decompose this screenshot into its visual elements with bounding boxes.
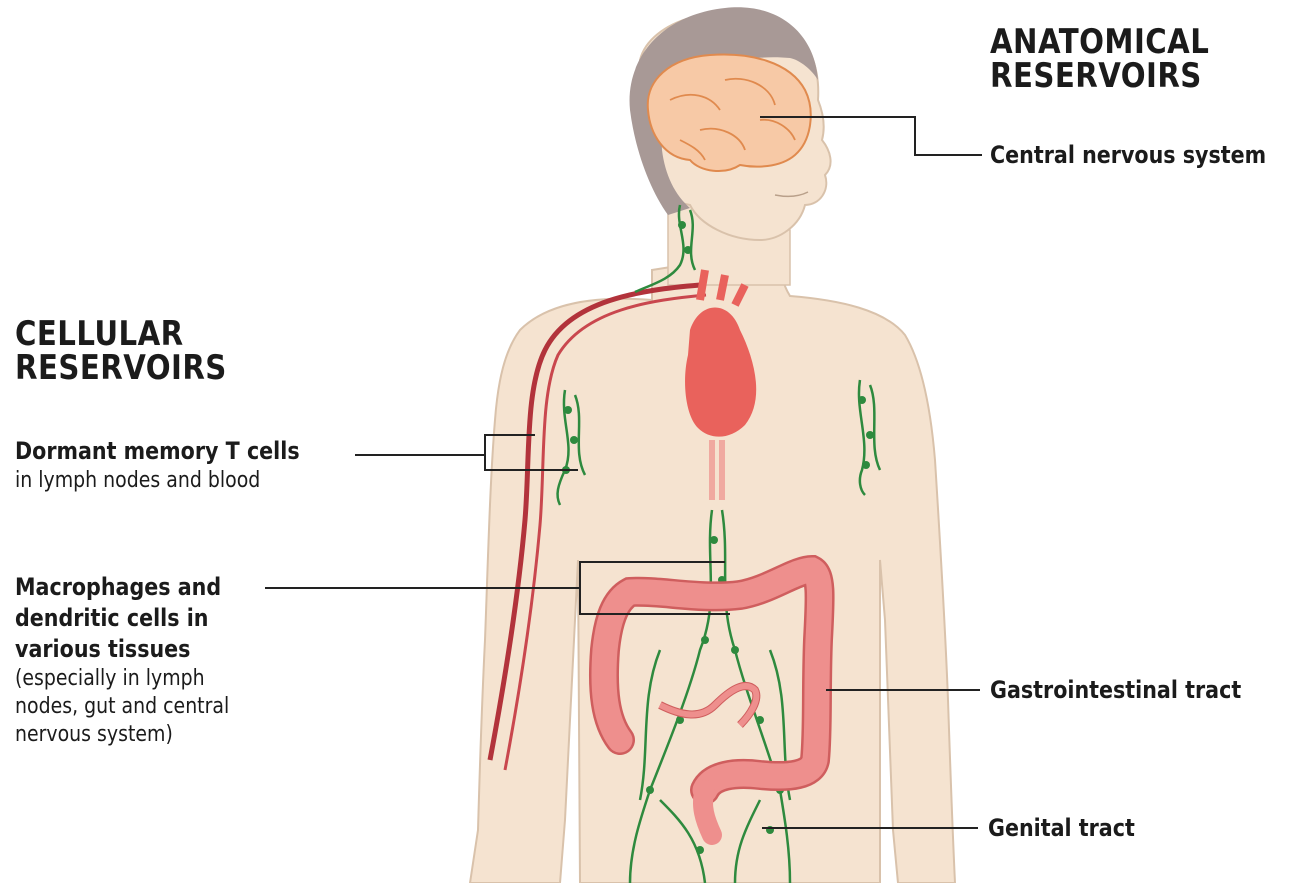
label-dormant-memory-t-cells: Dormant memory T cells in lymph nodes an… [15, 436, 300, 495]
macrophages-note-1: (especially in lymph [15, 665, 229, 693]
brain [648, 54, 811, 171]
cellular-reservoirs-heading: CELLULAR RESERVOIRS [15, 317, 227, 385]
macrophages-line-1: Macrophages and [15, 572, 229, 603]
label-central-nervous-system: Central nervous system [990, 140, 1266, 170]
label-gastrointestinal-tract: Gastrointestinal tract [990, 675, 1241, 705]
t-cells-title: Dormant memory T cells [15, 436, 300, 467]
macrophages-line-3: various tissues [15, 634, 229, 665]
macrophages-note-3: nervous system) [15, 721, 229, 749]
label-macrophages-dendritic-cells: Macrophages and dendritic cells in vario… [15, 572, 229, 749]
t-cells-subtitle: in lymph nodes and blood [15, 467, 300, 495]
label-genital-tract: Genital tract [988, 813, 1135, 843]
macrophages-line-2: dendritic cells in [15, 603, 229, 634]
macrophages-note-2: nodes, gut and central [15, 693, 229, 721]
anatomical-reservoirs-heading: ANATOMICAL RESERVOIRS [990, 25, 1209, 93]
